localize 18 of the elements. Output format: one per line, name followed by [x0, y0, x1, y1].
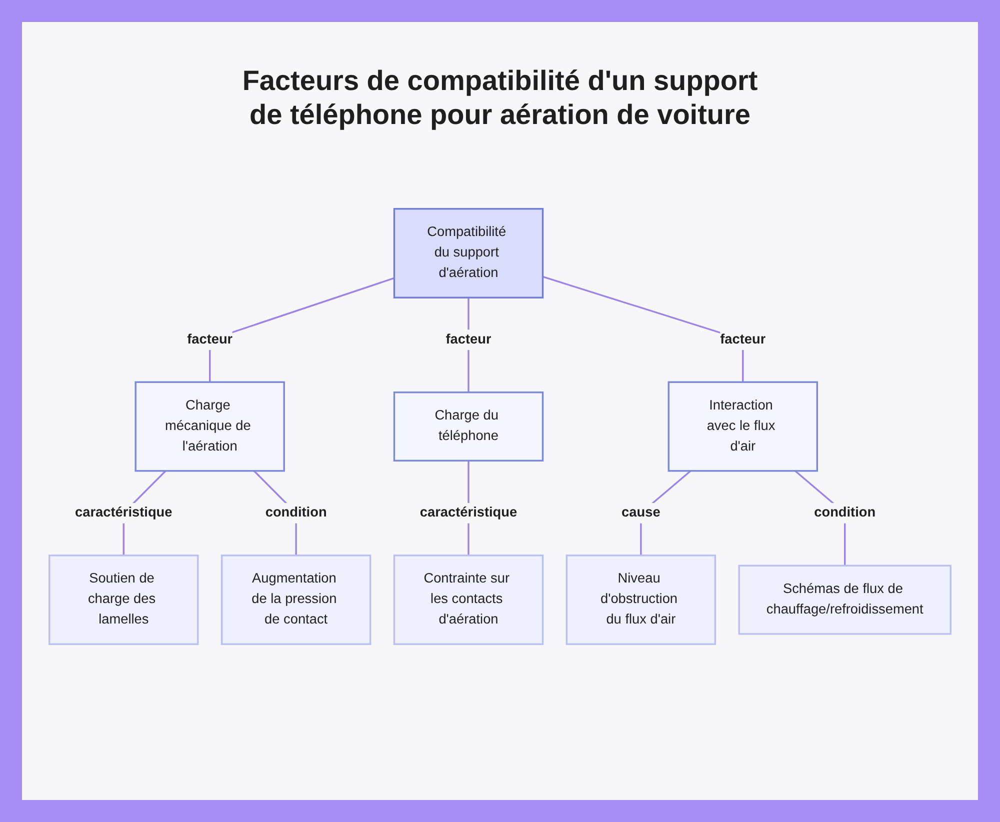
edge-label: caractéristique — [420, 505, 518, 520]
edge-label: condition — [814, 505, 876, 520]
node-box: Compatibilité du support d'aération — [393, 208, 544, 298]
diagram-title: Facteurs de compatibilité d'un support de téléphone pour aération de voiture — [241, 64, 759, 132]
node-box: Schémas de flux de chauffage/refroidissement — [738, 564, 952, 635]
edge-label: condition — [265, 505, 327, 520]
edge-label: facteur — [446, 332, 492, 347]
edge-label: caractéristique — [75, 505, 172, 520]
node-box: Contrainte sur les contacts d'aération — [393, 554, 544, 646]
edge-label: facteur — [720, 332, 766, 347]
edge-label: facteur — [187, 332, 233, 347]
node-box: Soutien de charge des lamelles — [48, 554, 199, 646]
node-box: Interaction avec le flux d'air — [668, 381, 818, 472]
node-box: Augmentation de la pression de contact — [220, 554, 372, 646]
node-box: Charge mécanique de l'aération — [134, 381, 285, 472]
edge-label: cause — [622, 505, 660, 520]
node-box: Charge du téléphone — [393, 392, 544, 462]
node-box: Niveau d'obstruction du flux d'air — [566, 554, 716, 646]
